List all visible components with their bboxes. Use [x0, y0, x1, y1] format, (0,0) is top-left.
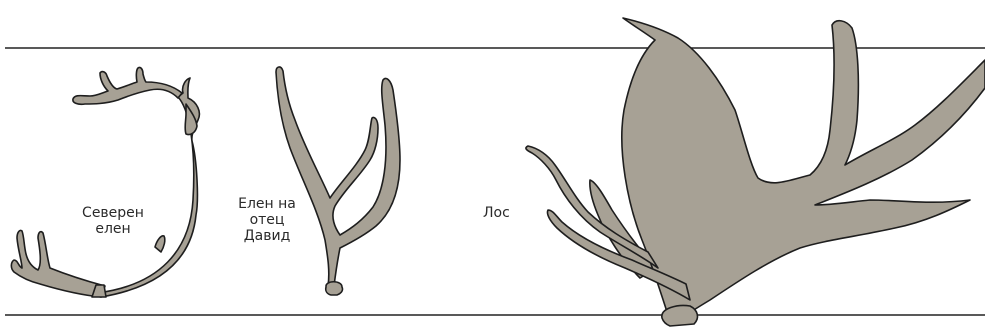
pere-davids-deer-label-line-1: Елен на [218, 196, 316, 212]
reindeer-antler [11, 67, 199, 297]
reindeer-label: Северен елен [58, 205, 168, 237]
pere-davids-deer-label: Елен на отец Давид [218, 196, 316, 244]
moose-label: Лос [483, 205, 533, 221]
pere-davids-deer-label-line-3: Давид [218, 228, 316, 244]
moose-antler [526, 18, 985, 326]
moose-label-line-1: Лос [483, 205, 533, 221]
reindeer-label-line-1: Северен [58, 205, 168, 221]
pere-davids-deer-antler [276, 67, 400, 295]
pere-davids-deer-label-line-2: отец [218, 212, 316, 228]
reindeer-label-line-2: елен [58, 221, 168, 237]
